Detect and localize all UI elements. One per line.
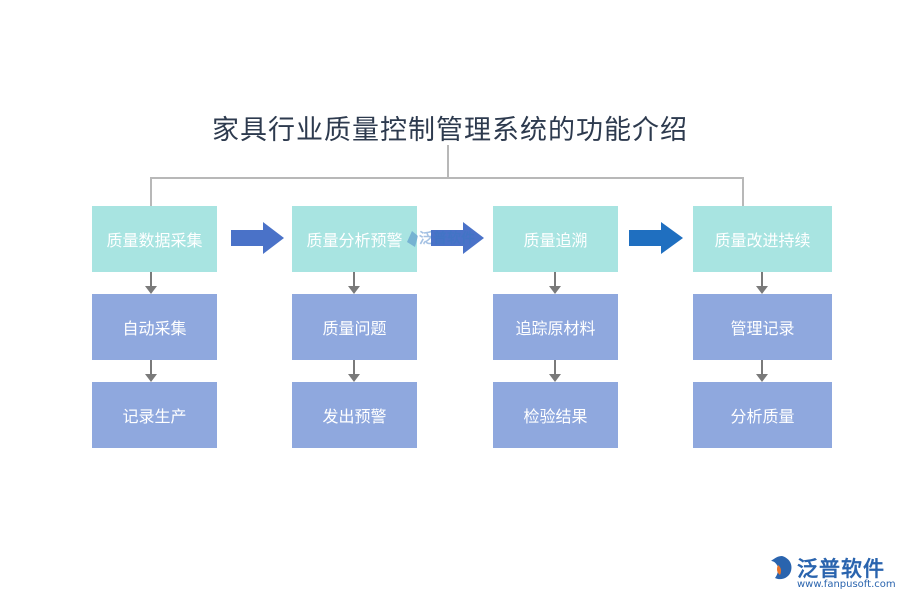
item-box-2-2: 发出预警 [292, 382, 417, 448]
flow-arrow-2 [431, 222, 484, 254]
flow-arrow-3 [629, 222, 683, 254]
head-box-2: 质量分析预警 [292, 206, 417, 272]
brand-logo-url: www.fanpusoft.com [797, 579, 896, 590]
head-box-3: 质量追溯 [493, 206, 618, 272]
down-arrow-2b [348, 360, 360, 382]
down-arrow-1b [145, 360, 157, 382]
item-box-2-1: 质量问题 [292, 294, 417, 360]
down-arrow-3a [549, 272, 561, 294]
brand-logo-icon [771, 556, 792, 580]
head-box-1: 质量数据采集 [92, 206, 217, 272]
brand-logo-name: 泛普软件 [797, 557, 885, 581]
diagram-title: 家具行业质量控制管理系统的功能介绍 [212, 115, 688, 146]
item-box-3-2: 检验结果 [493, 382, 618, 448]
brand-logo: 泛普软件 www.fanpusoft.com [769, 553, 896, 593]
item-box-1-2: 记录生产 [92, 382, 217, 448]
down-arrow-4b [756, 360, 768, 382]
item-box-4-1: 管理记录 [693, 294, 832, 360]
drop-left [150, 177, 152, 207]
flow-arrow-1 [231, 222, 284, 254]
item-box-3-1: 追踪原材料 [493, 294, 618, 360]
down-arrow-4a [756, 272, 768, 294]
down-arrow-1a [145, 272, 157, 294]
down-arrow-2a [348, 272, 360, 294]
head-box-4: 质量改进持续 [693, 206, 832, 272]
title-stem [447, 145, 449, 178]
drop-right [742, 177, 744, 207]
item-box-1-1: 自动采集 [92, 294, 217, 360]
down-arrow-3b [549, 360, 561, 382]
item-box-4-2: 分析质量 [693, 382, 832, 448]
top-bar [150, 177, 744, 179]
